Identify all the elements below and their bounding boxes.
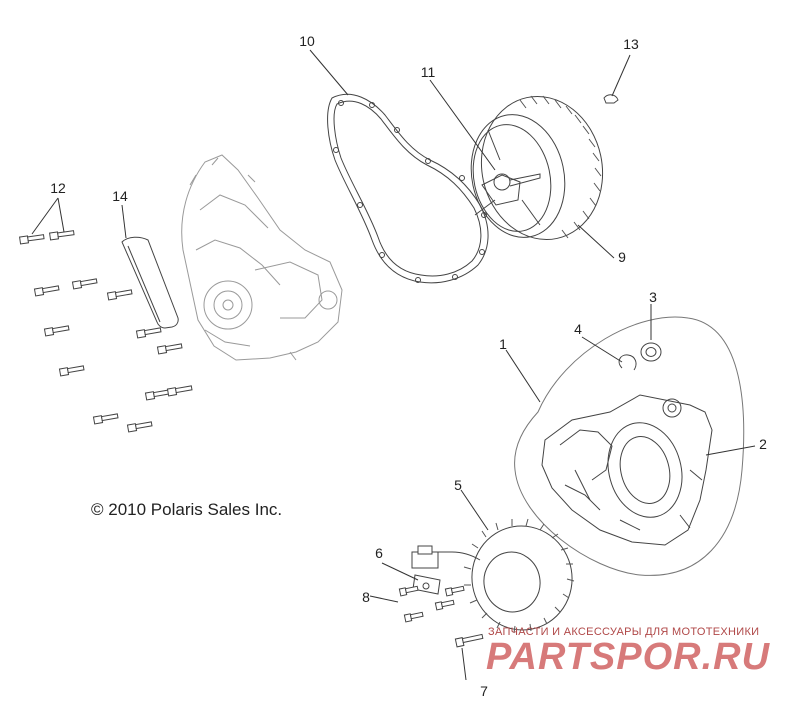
bolt <box>106 289 133 301</box>
callout-1: 1 <box>499 336 507 352</box>
bolt <box>144 389 171 401</box>
part-3-seal <box>640 342 662 362</box>
callout-3: 3 <box>649 289 657 305</box>
callout-2: 2 <box>759 436 767 452</box>
callout-9: 9 <box>618 249 626 265</box>
part-10-gasket <box>327 93 489 284</box>
cover-group-outline <box>514 316 745 576</box>
callout-8: 8 <box>362 589 370 605</box>
bolt <box>43 325 70 337</box>
bolts-12 <box>19 230 193 433</box>
part-4-snap-ring <box>618 354 637 371</box>
bolt <box>135 327 162 339</box>
watermark-brand: PARTSPOR.RU <box>486 636 771 678</box>
callout-14: 14 <box>112 188 128 204</box>
bolt <box>92 413 119 425</box>
bolt <box>33 285 60 297</box>
bolt <box>49 230 75 241</box>
leader-lines <box>31 49 756 681</box>
part-9-flywheel <box>470 95 604 241</box>
bolt <box>166 385 193 397</box>
callout-11: 11 <box>420 64 436 80</box>
callout-6: 6 <box>375 545 383 561</box>
callout-4: 4 <box>574 321 582 337</box>
bolt <box>58 365 85 377</box>
part-2-stator-cover <box>541 394 713 546</box>
part-5-stator <box>432 518 575 634</box>
bolt <box>126 421 153 433</box>
bolt <box>156 343 183 355</box>
part-13-key <box>603 94 619 104</box>
callout-13: 13 <box>623 36 639 52</box>
callout-5: 5 <box>454 477 462 493</box>
watermark-tagline: ЗАПЧАСТИ И АКСЕССУАРЫ ДЛЯ МОТОТЕХНИКИ <box>488 626 760 638</box>
callout-12: 12 <box>50 180 66 196</box>
bolt <box>19 234 45 245</box>
screws-7-8 <box>398 585 484 648</box>
callout-7: 7 <box>480 683 488 699</box>
bolt <box>71 278 98 290</box>
callout-10: 10 <box>299 33 315 49</box>
copyright-notice: © 2010 Polaris Sales Inc. <box>91 500 283 519</box>
part-6-clamp <box>411 545 441 595</box>
engine-block <box>181 154 343 361</box>
part-14-shield <box>121 236 179 329</box>
